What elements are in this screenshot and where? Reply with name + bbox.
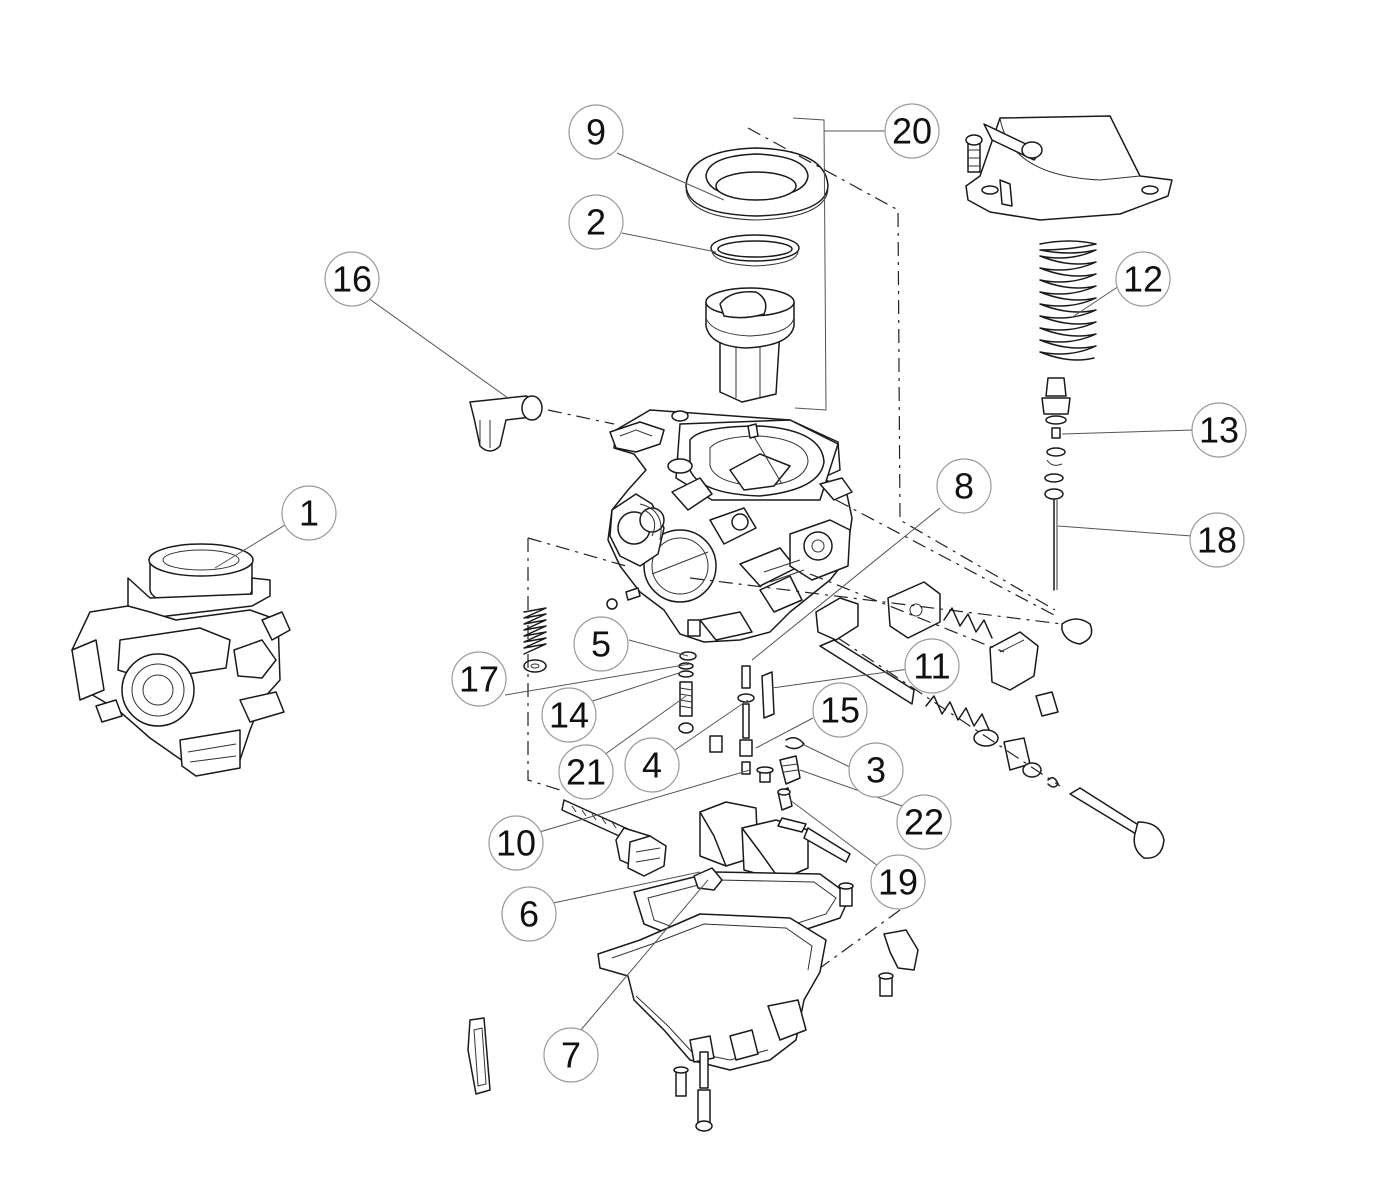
callout-label-5: 5 [591, 624, 611, 665]
callout-13: 13 [1191, 402, 1247, 458]
assembled-carburetor [71, 543, 291, 777]
seat-and-valve [777, 737, 805, 811]
throttle-stop-screw [561, 799, 667, 877]
spring-17 [523, 587, 641, 673]
callout-label-2: 2 [586, 202, 606, 243]
callout-label-6: 6 [519, 894, 539, 935]
callout-label-17: 17 [459, 659, 499, 700]
callout-label-9: 9 [586, 112, 606, 153]
callout-16: 16 [324, 251, 380, 307]
leader-lines [214, 130, 1195, 1032]
needle-holder [1041, 377, 1071, 591]
callout-20: 20 [884, 103, 940, 159]
callout-label-20: 20 [892, 111, 932, 152]
callout-17: 17 [451, 651, 507, 707]
callout-15: 15 [812, 682, 868, 738]
pilot-screw-set [678, 651, 697, 734]
piston-slide [705, 287, 795, 403]
callout-label-19: 19 [878, 862, 918, 903]
callout-label-3: 3 [866, 750, 886, 791]
callout-10: 10 [488, 815, 544, 871]
bowl-screws [838, 882, 919, 997]
float-bowl [597, 867, 851, 1132]
callout-label-10: 10 [496, 823, 536, 864]
callouts: 1 2 3 4 5 6 7 8 9 10 11 12 13 14 15 16 1… [281, 103, 1247, 1083]
jets [709, 665, 775, 783]
drain-clip [467, 1017, 491, 1095]
callout-label-15: 15 [820, 690, 860, 731]
callout-1: 1 [281, 485, 337, 541]
callout-label-7: 7 [561, 1035, 581, 1076]
callout-4: 4 [624, 737, 680, 793]
diaphragm-9 [685, 147, 829, 221]
ring-2 [710, 234, 800, 267]
callout-label-8: 8 [954, 466, 974, 507]
callout-label-21: 21 [566, 752, 606, 793]
callout-22: 22 [896, 794, 952, 850]
spring-12 [1039, 240, 1097, 361]
callout-19: 19 [870, 854, 926, 910]
callout-label-16: 16 [332, 259, 372, 300]
carburetor-body [607, 409, 859, 643]
callout-21: 21 [558, 744, 614, 800]
callout-12: 12 [1115, 251, 1171, 307]
hose-elbow-16 [469, 395, 543, 452]
callout-label-12: 12 [1123, 259, 1163, 300]
callout-14: 14 [541, 687, 597, 743]
callout-8: 8 [936, 458, 992, 514]
top-cover [965, 115, 1173, 221]
callout-label-1: 1 [299, 493, 319, 534]
callout-6: 6 [501, 886, 557, 942]
callout-label-14: 14 [549, 695, 589, 736]
callout-label-11: 11 [913, 646, 950, 687]
callout-2: 2 [568, 194, 624, 250]
callout-label-13: 13 [1199, 410, 1239, 451]
callout-5: 5 [573, 616, 629, 672]
callout-11: 11 [904, 638, 960, 694]
callout-label-18: 18 [1197, 520, 1237, 561]
callout-18: 18 [1189, 512, 1245, 568]
callout-label-4: 4 [642, 745, 662, 786]
accelerator-cover [887, 581, 1093, 717]
choke-plunger [819, 639, 1165, 859]
callout-9: 9 [568, 104, 624, 160]
float-assembly [699, 801, 851, 881]
callout-3: 3 [848, 742, 904, 798]
callout-7: 7 [543, 1027, 599, 1083]
callout-label-22: 22 [904, 802, 944, 843]
